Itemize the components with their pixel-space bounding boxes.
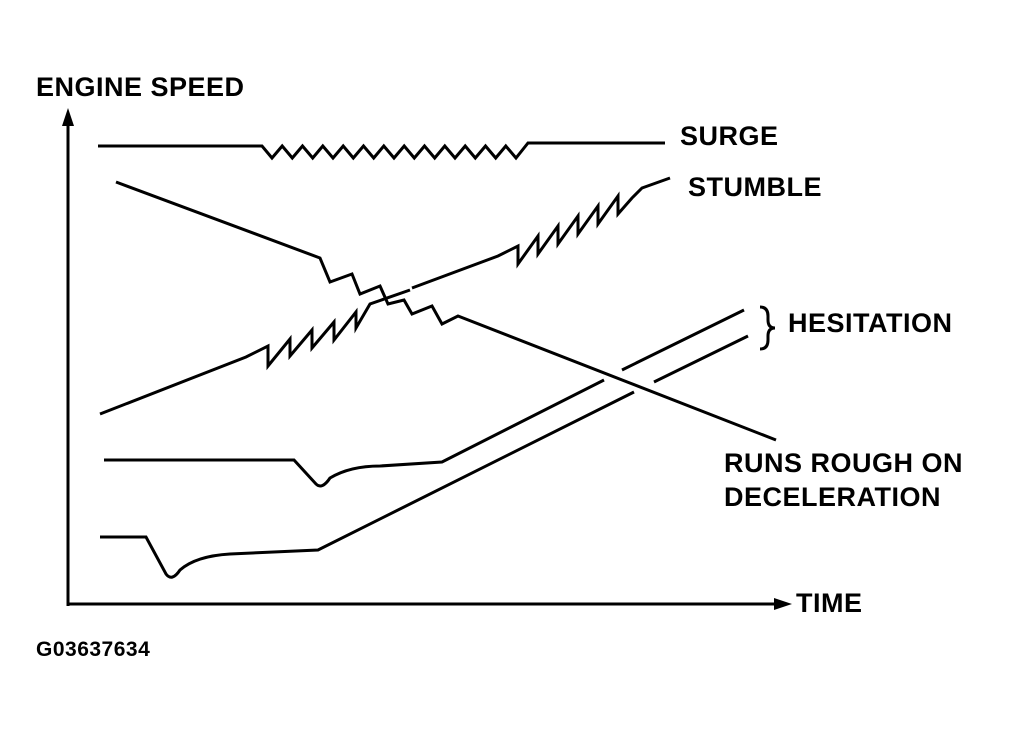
runs-rough-label-line-2: DECELERATION [724, 482, 941, 512]
x-axis-label: TIME [796, 588, 863, 618]
stumble-label: STUMBLE [688, 172, 822, 202]
stumble-curve [99, 176, 671, 416]
x-axis-arrowhead [774, 598, 792, 610]
axes [62, 108, 792, 610]
surge-curve [98, 141, 665, 161]
hesitation-lower-curve [100, 334, 749, 579]
runs-rough-label-line-1: RUNS ROUGH ON [724, 448, 963, 478]
y-axis-label: ENGINE SPEED [36, 72, 245, 102]
hesitation-label: HESITATION [788, 308, 953, 338]
hesitation-upper-curve [104, 308, 745, 488]
figure-id: G03637634 [36, 638, 150, 661]
surge-label: SURGE [680, 121, 779, 151]
y-axis-arrowhead [62, 108, 74, 126]
hesitation-brace [759, 305, 776, 351]
runs-rough-curve [115, 180, 777, 442]
